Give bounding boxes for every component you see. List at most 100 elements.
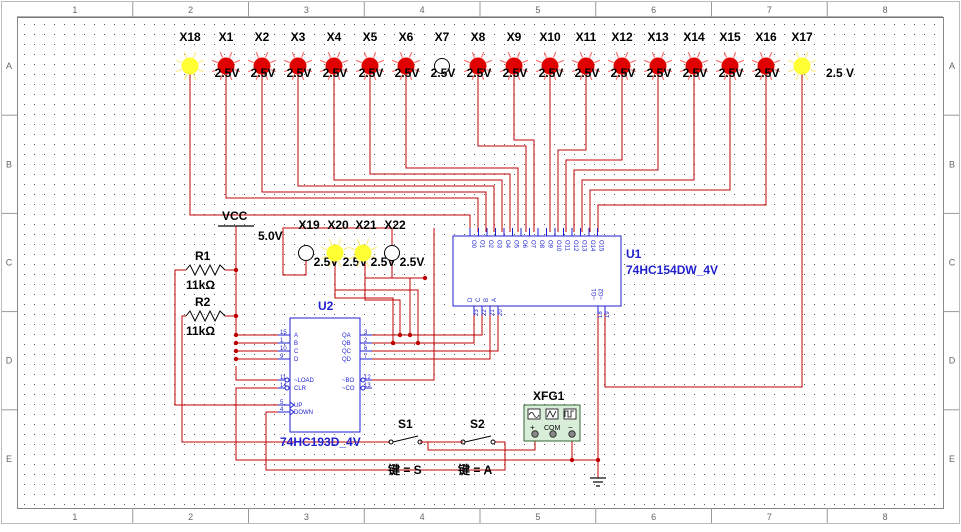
wire-qd [360, 300, 491, 360]
probe-label-x3: X3 [291, 30, 306, 44]
u2-right-pin-number: 2 [364, 338, 368, 344]
u1-output-label: O9 [547, 240, 553, 249]
probe-lamp-x8[interactable] [463, 51, 493, 81]
wire-r2-s1 [181, 315, 390, 443]
probe-voltage: 2.5V [575, 66, 600, 80]
probe-lamp-x20[interactable] [320, 238, 350, 268]
probe-lamp-x19[interactable] [298, 245, 314, 261]
probe-lamp-x6[interactable] [391, 51, 421, 81]
probe-lamp-x18[interactable] [175, 51, 205, 81]
probe-label-x21: X21 [355, 218, 377, 232]
wire-x1 [225, 68, 479, 232]
probe-lamp-x12[interactable] [607, 51, 637, 81]
probe-lamp-x14[interactable] [679, 51, 709, 81]
probe-voltage: 2.5V [755, 66, 780, 80]
probe-lamp-x15[interactable] [715, 51, 745, 81]
u1-output-label: O1 [479, 240, 485, 249]
fg-plus-label: + [530, 423, 535, 432]
probe-lamp-x1[interactable] [211, 51, 241, 81]
border-row-label: E [949, 454, 955, 464]
probe-voltage: 2.5V [215, 66, 240, 80]
u1-enable-pin-number: 19 [605, 311, 611, 318]
border-row-label: A [949, 61, 955, 71]
resistor-r2[interactable]: R2 11kΩ [185, 295, 226, 338]
probe-lamp-x7[interactable] [434, 58, 450, 74]
u2-right-pin-label: ~CO [342, 386, 355, 392]
probe-lamp-x3[interactable] [283, 51, 313, 81]
probe-label-x9: X9 [507, 30, 522, 44]
r2-name: R2 [195, 295, 211, 309]
probe-lamp-x16[interactable] [751, 51, 781, 81]
probe-voltage: 2.5V [539, 66, 564, 80]
border-col-label: 3 [304, 512, 309, 522]
probe-label-x8: X8 [471, 30, 486, 44]
border-col-label: 2 [188, 5, 193, 15]
border-col-label: 3 [304, 5, 309, 15]
resistor-r1[interactable]: R1 11kΩ [185, 249, 226, 292]
u2-left-pin-number: 4 [280, 407, 284, 413]
u1-output-label: O6 [521, 240, 527, 249]
u2-right-pin-label: QA [342, 333, 351, 339]
wire-x18 [189, 68, 471, 232]
u1-enable-label: ~G2 [599, 288, 605, 300]
border-row-label: C [6, 258, 13, 268]
u1-output-label: O15 [598, 240, 604, 252]
border-col-label: 4 [420, 512, 425, 522]
probe-lamp-x11[interactable] [571, 51, 601, 81]
probe-lamp-x17[interactable] [787, 51, 817, 81]
junctions [233, 267, 601, 463]
probe-lamp-x9[interactable] [499, 51, 529, 81]
probe-label-x19: X19 [298, 218, 320, 232]
probe-lamp-x4[interactable] [319, 51, 349, 81]
probe-label-x11: X11 [576, 30, 597, 44]
border-col-label: 6 [651, 5, 656, 15]
probe-label-x14: X14 [683, 30, 705, 44]
probe-voltage-last: 2.5 V [826, 66, 854, 80]
wire-x15 [589, 68, 731, 232]
wire-x6 [405, 68, 519, 232]
probe-voltage: 2.5V [251, 66, 276, 80]
u1-pins [469, 228, 606, 314]
probe-lamp-x21[interactable] [348, 238, 378, 268]
u1-input-label: B [484, 298, 490, 302]
u2-inversion-bubble [284, 385, 290, 391]
u1-output-label: O7 [530, 240, 536, 249]
wire-x12 [565, 68, 623, 232]
u2-right-pin-number: 13 [364, 383, 371, 389]
u2-left-pin-number: 14 [280, 383, 287, 389]
vcc-source[interactable]: VCC 5.0V [218, 209, 283, 243]
function-generator-xfg1[interactable]: XFG1 + COM − [523, 389, 581, 442]
probe-lamp-x10[interactable] [535, 51, 565, 81]
u2-left-pin-label: A [294, 333, 298, 339]
probe-voltage: 2.5V [323, 66, 348, 80]
probe-label-x10: X10 [539, 30, 561, 44]
border-col-label: 6 [651, 512, 656, 522]
wire-x22-tap [391, 253, 425, 279]
probe-lamp-x13[interactable] [643, 51, 673, 81]
u2-right-pin-label: ~BO [342, 378, 355, 384]
probe-lamp-x5[interactable] [355, 51, 385, 81]
u2-right-pin-label: QC [342, 349, 352, 355]
wire-x20 [334, 253, 394, 343]
s2-key: 键 = A [457, 462, 493, 477]
wire-x21 [364, 253, 401, 335]
u1-output-label: O4 [504, 240, 510, 249]
sine-wave-icon [528, 412, 540, 418]
switch-s1[interactable]: S1 键 = S [387, 417, 423, 477]
border-col-label: 7 [767, 5, 772, 15]
u1-output-label: O2 [487, 240, 493, 249]
u1-output-label: O13 [581, 240, 587, 252]
switch-s2[interactable]: S2 键 = A [457, 417, 496, 477]
wire-down [265, 411, 506, 471]
border-row-label: B [6, 159, 12, 169]
probe-lamp-x2[interactable] [247, 51, 277, 81]
u2-left-pin-label: UP [294, 403, 302, 409]
probe-lamp-x22[interactable] [384, 245, 400, 261]
